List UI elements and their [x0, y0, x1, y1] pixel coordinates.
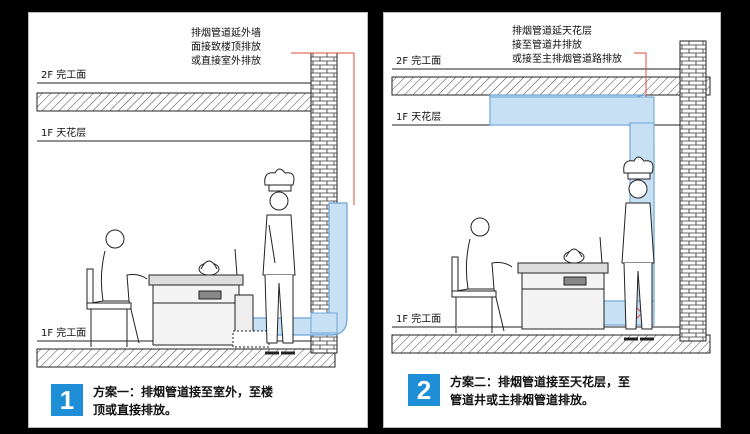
- upper-slab: [36, 82, 325, 112]
- ground-slab: [391, 326, 711, 354]
- scheme-2-badge: 2: [408, 374, 440, 406]
- label-1f-finished-floor: 1F 完工面: [396, 314, 442, 325]
- callout-line: 排烟管道延天花层: [512, 26, 592, 37]
- seated-diner: [86, 229, 148, 347]
- scheme-1-callout: 排烟管道延外墙 面接致楼顶排放 或直接室外排放: [191, 27, 261, 69]
- callout-line: 或直接室外排放: [191, 56, 261, 67]
- cooking-counter: [517, 236, 609, 330]
- callout-line: 面接致楼顶排放: [191, 42, 261, 53]
- caption-line: 顶或直接排放。: [93, 403, 178, 417]
- callout-line: 排烟管道延外墙: [191, 28, 261, 39]
- label-1f-ceiling: 1F 天花层: [396, 112, 442, 123]
- caption-line: 方案一：排烟管道接至室外，至楼: [93, 385, 274, 399]
- label-1f-finished-floor: 1F 完工面: [41, 328, 87, 339]
- scheme-1-drawing: [36, 52, 355, 368]
- brick-wall: [679, 40, 707, 342]
- caption-line: 方案二：排烟管道接至天花层，至: [450, 375, 631, 389]
- scheme-2-caption: 方案二：排烟管道接至天花层，至 管道井或主排烟管道排放。: [450, 373, 630, 409]
- seated-diner: [451, 217, 513, 333]
- label-1f-ceiling: 1F 天花层: [41, 128, 87, 139]
- cooking-counter: [148, 248, 270, 348]
- scheme-2-drawing: [391, 40, 711, 354]
- scheme-panel-1: 排烟管道延外墙 面接致楼顶排放 或直接室外排放 2F 完工面 1F 天花层 1F…: [28, 12, 368, 428]
- label-2f-finished-floor: 2F 完工面: [41, 70, 87, 81]
- callout-leader: [291, 52, 355, 205]
- standing-chef: [262, 168, 296, 355]
- scheme-1-badge: 1: [51, 384, 83, 416]
- standing-chef: [621, 156, 655, 341]
- callout-line: 或接至主排烟管道路排放: [512, 54, 622, 65]
- scheme-panel-2: 排烟管道延天花层 接至管道井排放 或接至主排烟管道路排放 2F 完工面 1F 天…: [383, 12, 721, 428]
- scheme-2-callout: 排烟管道延天花层 接至管道井排放 或接至主排烟管道路排放: [512, 25, 622, 67]
- scheme-1-caption: 方案一：排烟管道接至室外，至楼 顶或直接排放。: [93, 383, 273, 419]
- callout-leader: [634, 52, 647, 97]
- caption-line: 管道井或主排烟管道排放。: [450, 393, 595, 407]
- callout-line: 接至管道井排放: [512, 40, 582, 51]
- label-2f-finished-floor: 2F 完工面: [396, 56, 442, 67]
- upper-slab: [391, 68, 711, 96]
